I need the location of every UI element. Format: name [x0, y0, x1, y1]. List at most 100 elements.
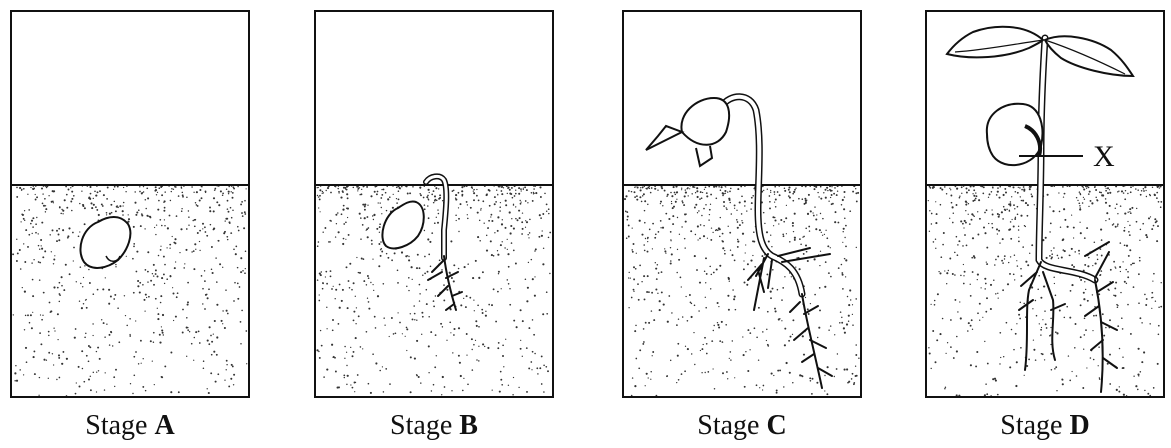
soil-dot — [664, 248, 665, 249]
soil-dot — [331, 344, 333, 346]
soil-dot — [1019, 318, 1021, 320]
soil-dot — [424, 273, 426, 275]
soil-dot — [170, 200, 171, 201]
soil-dot — [103, 194, 105, 196]
soil-dot — [113, 189, 114, 190]
soil-dot — [234, 282, 236, 284]
soil-dot — [139, 291, 141, 293]
soil-dot — [1064, 317, 1066, 319]
soil-dot — [697, 225, 699, 227]
soil-dot — [694, 207, 696, 209]
soil-dot — [39, 279, 41, 281]
soil-dot — [451, 390, 452, 391]
soil-dot — [626, 219, 628, 221]
soil-dot — [1023, 190, 1025, 192]
soil-dot — [673, 206, 675, 208]
soil-dot — [433, 306, 435, 308]
soil-dot — [683, 204, 685, 206]
soil-dot — [1105, 327, 1106, 328]
soil-dot — [109, 213, 111, 215]
soil-dot — [762, 255, 763, 256]
soil-dot — [41, 222, 43, 224]
soil-dot — [368, 383, 370, 385]
soil-dot — [839, 322, 841, 324]
soil-dot — [1029, 253, 1030, 254]
soil-dot — [704, 189, 705, 190]
soil-dot — [525, 220, 526, 221]
stage-letter: D — [1069, 410, 1089, 441]
soil-dot — [49, 302, 51, 304]
soil-dot — [963, 283, 965, 285]
soil-dot — [1096, 254, 1098, 256]
soil-dot — [992, 227, 994, 229]
soil-dot — [730, 351, 732, 353]
soil-dot — [1000, 357, 1001, 358]
soil-dot — [96, 372, 97, 373]
soil-dot — [99, 358, 101, 360]
soil-dot — [240, 257, 242, 259]
soil-dot — [848, 304, 850, 306]
soil-dot — [1152, 187, 1153, 188]
soil-dot — [789, 191, 791, 193]
soil-dot — [827, 190, 828, 191]
soil-dot — [1098, 346, 1100, 348]
soil-dot — [157, 313, 159, 315]
soil-dot — [439, 259, 441, 261]
soil-dot — [1031, 193, 1032, 194]
soil-dot — [144, 228, 145, 229]
soil-dot — [784, 276, 785, 277]
soil-dot — [972, 200, 974, 202]
soil-dot — [221, 320, 223, 322]
soil-dot — [495, 321, 497, 323]
soil-dot — [1080, 304, 1082, 306]
soil-dot — [647, 204, 648, 205]
soil-dot — [1070, 290, 1072, 292]
soil-dot — [150, 280, 152, 282]
soil-dot — [1119, 348, 1121, 350]
soil-dot — [1145, 304, 1147, 306]
soil-dot — [970, 364, 972, 366]
soil-dot — [1131, 207, 1133, 209]
soil-dot — [227, 313, 229, 315]
soil-dot — [1114, 287, 1116, 289]
soil-dot — [205, 294, 207, 296]
soil-dot — [531, 259, 532, 260]
soil-dot — [367, 205, 368, 206]
soil-dot — [12, 253, 14, 255]
soil-dot — [374, 316, 376, 318]
soil-dot — [656, 278, 658, 280]
soil-dot — [16, 239, 17, 240]
soil-dot — [546, 291, 548, 293]
soil-dot — [139, 191, 141, 193]
soil-dot — [40, 343, 42, 345]
soil-dot — [792, 319, 794, 321]
soil-dot — [189, 331, 190, 332]
soil-dot — [968, 189, 970, 191]
soil-dot — [141, 192, 143, 194]
soil-dot — [512, 197, 514, 199]
soil-dot — [699, 238, 701, 240]
soil-dot — [509, 304, 511, 306]
soil-dot — [59, 301, 61, 303]
soil-dot — [999, 214, 1001, 216]
soil-dot — [164, 207, 166, 209]
soil-dot — [1036, 315, 1038, 317]
soil-dot — [751, 197, 753, 199]
soil-dot — [706, 273, 708, 275]
soil-dot — [956, 188, 958, 190]
soil-dot — [54, 330, 55, 331]
soil-dot — [841, 264, 843, 266]
soil-dot — [423, 197, 425, 199]
soil-dot — [995, 293, 996, 294]
soil-dot — [90, 202, 92, 204]
soil-dot — [1135, 385, 1137, 387]
soil-dot — [424, 256, 426, 258]
soil-dot — [93, 204, 95, 206]
soil-dot — [203, 368, 205, 370]
soil-dot — [1095, 315, 1097, 317]
soil-dot — [1102, 194, 1104, 196]
soil-dot — [772, 288, 774, 290]
soil-dot — [364, 209, 366, 211]
soil-dot — [1078, 250, 1080, 252]
soil-dot — [1115, 208, 1116, 209]
